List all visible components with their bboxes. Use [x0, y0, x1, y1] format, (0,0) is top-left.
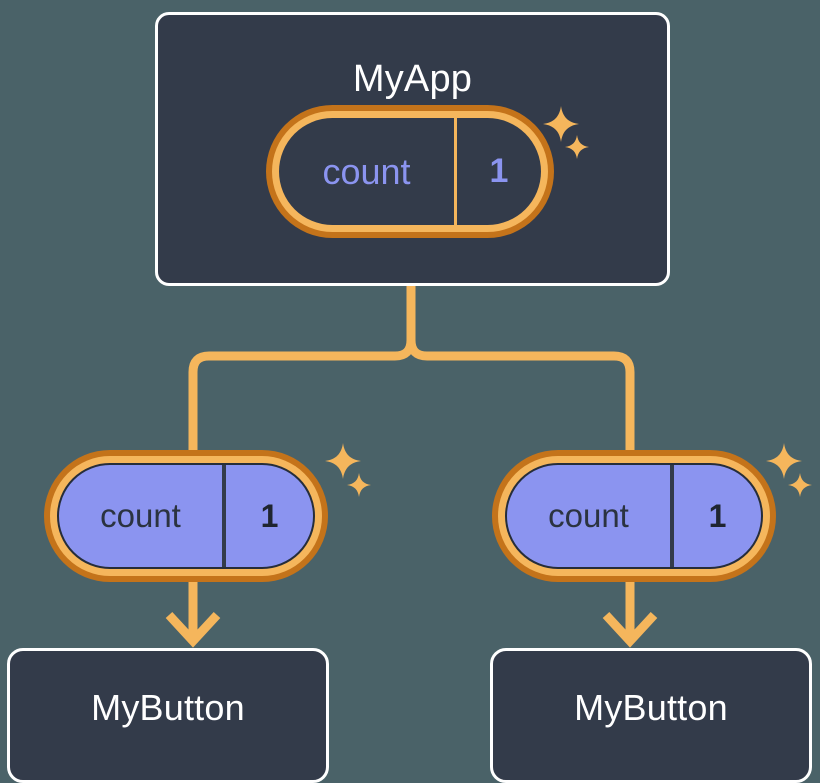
state-pill-core: count 1 — [505, 463, 763, 569]
state-pill-inner-ring: count 1 — [272, 111, 548, 232]
sparkle-icon — [766, 443, 802, 479]
state-pill-child-right[interactable]: count 1 — [492, 450, 776, 582]
state-value: 1 — [454, 118, 541, 225]
state-pill-core: count 1 — [279, 118, 541, 225]
page-title: MyApp — [352, 58, 473, 100]
state-pill-inner-ring: count 1 — [498, 456, 770, 576]
component-node-mybutton-left[interactable]: MyButton — [7, 648, 329, 783]
state-pill-myapp[interactable]: count 1 — [266, 105, 554, 238]
state-key: count — [100, 497, 181, 534]
component-label: MyButton — [91, 687, 245, 728]
component-label: MyButton — [574, 687, 728, 728]
state-key: count — [548, 497, 629, 534]
state-pill-inner-ring: count 1 — [50, 456, 322, 576]
state-value: 1 — [670, 465, 761, 567]
state-pill-child-left[interactable]: count 1 — [44, 450, 328, 582]
component-node-mybutton-right[interactable]: MyButton — [490, 648, 812, 783]
sparkle-icon — [788, 473, 812, 497]
state-key: count — [322, 150, 411, 192]
state-value: 1 — [222, 465, 313, 567]
sparkle-icon — [347, 473, 371, 497]
arrow-down-icon-left — [165, 578, 221, 648]
state-pill-core: count 1 — [57, 463, 315, 569]
connector-branch-left — [188, 339, 416, 455]
sparkle-icon — [325, 443, 361, 479]
arrow-down-icon-right — [602, 578, 658, 648]
connector-branch-right — [406, 339, 635, 455]
